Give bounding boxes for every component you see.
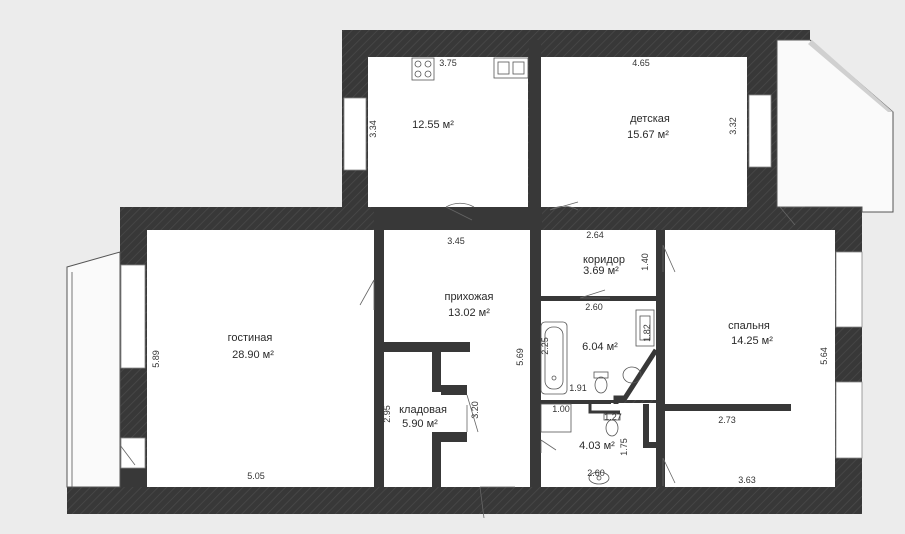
storage-top-wall (384, 342, 470, 352)
dim-corridor-height: 1.40 (640, 253, 650, 271)
bathtub-icon (540, 321, 568, 395)
hall-floor (384, 230, 530, 487)
washbasin-icon (635, 309, 655, 347)
living-hall-wall (374, 230, 384, 487)
dim-corridor-width: 2.64 (586, 230, 604, 240)
bedroom-wardrobe-wall (665, 404, 791, 411)
living-name: гостиная (228, 332, 273, 344)
right-jog-wall (770, 30, 810, 40)
dim-hall-height: 5.69 (515, 348, 525, 366)
storage-right-wall-b (441, 385, 467, 395)
corridor-bedroom-wall (656, 230, 665, 487)
kitchen-door (445, 202, 475, 221)
dim-bedroom-mid: 2.73 (718, 415, 736, 425)
entrance-door (479, 486, 515, 519)
dim-storage-height: 2.95 (382, 405, 392, 423)
storage-right-wall-d (432, 442, 441, 487)
wc-area: 4.03 м² (579, 440, 615, 452)
stove-icon (411, 57, 435, 81)
dim-living-width: 5.05 (247, 471, 265, 481)
corridor-door-right (662, 244, 676, 273)
dim-kids-height: 3.32 (728, 117, 738, 135)
living-balcony-door (119, 444, 136, 466)
kitchen-kids-wall (529, 40, 541, 210)
dim-bath-tub-width: 1.91 (569, 383, 587, 393)
dim-bath-height: 2.25 (540, 337, 550, 355)
storage-name: кладовая (399, 404, 447, 416)
dim-wc-mid: 1.27 (604, 412, 622, 422)
kitchen-window (343, 97, 367, 171)
dim-kitchen-height: 3.34 (368, 120, 378, 138)
living-door (359, 279, 375, 310)
wc-partition (588, 404, 620, 414)
storage-right-wall-a (432, 352, 441, 392)
bedroom-area: 14.25 м² (731, 335, 773, 347)
corridor-area: 3.69 м² (583, 265, 619, 277)
dim-wc-top: 1.00 (552, 404, 570, 414)
toilet-wc-icon (603, 413, 621, 437)
dim-wc-height: 1.75 (619, 438, 629, 456)
bedroom-floor (665, 230, 835, 487)
kids-area: 15.67 м² (627, 129, 669, 141)
living-window-lower (120, 437, 146, 469)
top-right-balcony-inner (808, 40, 893, 112)
bath-diagonal-wall (613, 348, 659, 404)
wc-sink-icon (588, 471, 610, 485)
bath-wc-wall (541, 400, 611, 404)
wc-door (540, 439, 557, 453)
hall-corridor-wall (530, 230, 541, 487)
bottom-left-ledge (67, 487, 127, 514)
bedroom-name: спальня (728, 320, 770, 332)
bedroom-window-upper (835, 251, 863, 328)
corridor-name: коридор (583, 254, 625, 266)
kitchen-floor (368, 57, 528, 207)
bath-area: 6.04 м² (582, 341, 618, 353)
dim-bath-top: 2.60 (585, 302, 603, 312)
kitchen-area: 12.55 м² (412, 119, 454, 131)
kids-floor (541, 57, 747, 207)
dim-kids-width: 4.65 (632, 58, 650, 68)
hall-area: 13.02 м² (448, 307, 490, 319)
dim-living-height: 5.89 (151, 350, 161, 368)
dim-kitchen-width: 3.75 (439, 58, 457, 68)
storage-right-wall-c (432, 432, 467, 442)
corridor-bath-wall (541, 296, 656, 301)
dim-bedroom-bottom: 3.63 (738, 475, 756, 485)
kids-window (748, 94, 772, 168)
toilet-bath-icon (593, 371, 609, 394)
dim-wc-bottom: 2.60 (587, 468, 605, 478)
bedroom-window-lower (835, 381, 863, 459)
sink-icon (493, 57, 529, 79)
bath-counter (540, 403, 572, 433)
living-corner-wall (120, 468, 147, 487)
kids-door (549, 201, 579, 211)
bath-door (579, 289, 610, 299)
shower-icon (622, 366, 642, 384)
balcony-door (779, 206, 805, 226)
dim-hall-width: 3.45 (447, 236, 465, 246)
dim-bedroom-height: 5.64 (819, 347, 829, 365)
corridor-floor (541, 230, 656, 296)
left-balcony (66, 251, 121, 488)
storage-door (466, 394, 479, 433)
bedroom-door (662, 457, 676, 486)
dim-bath-side: 1.82 (642, 324, 652, 342)
kids-name: детская (630, 113, 670, 125)
storage-area: 5.90 м² (402, 418, 438, 430)
living-area: 28.90 м² (232, 349, 274, 361)
dim-storage-side: 3.20 (470, 401, 480, 419)
hall-top-wall (374, 207, 542, 230)
living-window-upper (120, 264, 146, 369)
living-floor (147, 230, 374, 487)
wc-wall-segment (643, 404, 656, 448)
hall-name: прихожая (444, 291, 493, 303)
